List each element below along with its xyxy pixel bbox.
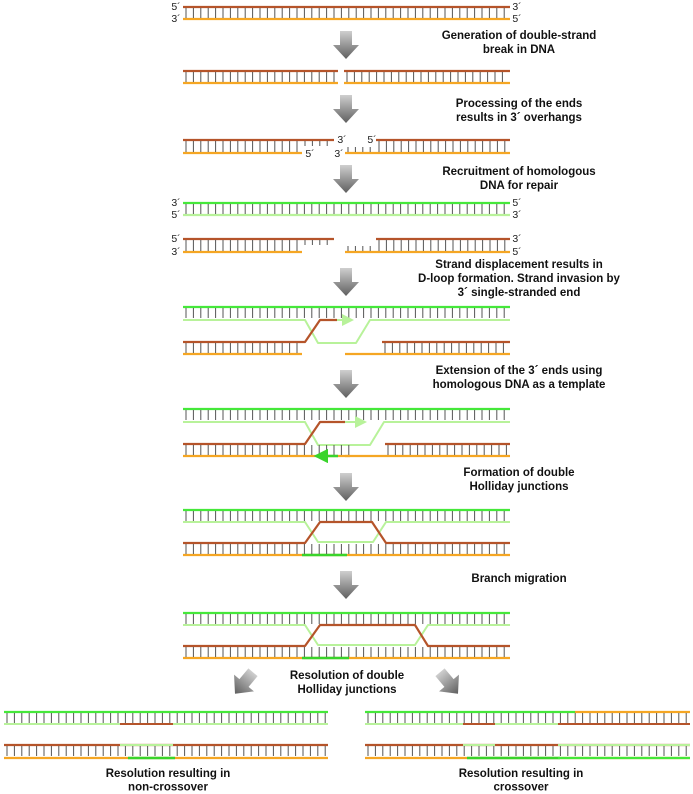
base-pair-rungs	[367, 746, 687, 756]
invading-strand	[183, 420, 345, 446]
arrow-shape	[333, 268, 359, 296]
base-pair-rungs	[384, 343, 504, 353]
end-label-3prime: 3´	[171, 13, 180, 25]
end-label-5prime: 5´	[171, 209, 180, 221]
process-arrows	[234, 31, 459, 694]
end-label-3prime: 3´	[512, 233, 521, 245]
top-strand-junctions	[386, 623, 510, 648]
displaced-strand	[183, 421, 510, 446]
process-arrow-1	[333, 31, 359, 59]
arrow-shape	[333, 473, 359, 501]
base-pair-rungs	[347, 147, 371, 152]
arrow-shape	[234, 668, 258, 694]
arrow-shape	[333, 571, 359, 599]
arrow-shape	[333, 95, 359, 123]
base-pair-rungs	[185, 647, 505, 657]
broken-dna-right-rungs	[346, 72, 503, 82]
process-arrow-4	[333, 268, 359, 296]
end-label-3prime: 3´	[512, 209, 521, 221]
invading-strand	[183, 318, 337, 344]
end-label-5prime: 5´	[512, 197, 521, 209]
end-label-3prime: 3´	[512, 1, 521, 13]
process-arrow-7	[333, 571, 359, 599]
top-strand-junctions	[183, 623, 386, 648]
base-pair-rungs	[185, 544, 505, 554]
displaced-strand	[183, 319, 510, 344]
process-arrow-5	[333, 370, 359, 398]
base-pair-rungs	[185, 141, 298, 152]
end-label-3prime: 3´	[337, 134, 346, 146]
base-pair-rungs	[185, 240, 298, 251]
arrow-shape	[333, 165, 359, 193]
intact-dna-rungs	[185, 8, 505, 18]
broken-dna-left-rungs	[185, 72, 335, 82]
base-pair-rungs	[367, 713, 687, 723]
end-label-5prime: 5´	[512, 13, 521, 25]
end-label-5prime: 5´	[512, 246, 521, 258]
homolog-bottom-strand	[183, 521, 510, 543]
base-pair-rungs	[185, 410, 505, 420]
end-label-5prime: 5´	[171, 1, 180, 13]
process-arrow-3	[333, 165, 359, 193]
step-label-7: Branch migration	[471, 573, 566, 585]
process-arrow-crossover	[435, 668, 459, 694]
dna-strands: 5´3´3´5´3´5´5´3´3´5´5´3´5´3´3´5´	[4, 1, 690, 760]
end-label-3prime: 3´	[171, 246, 180, 258]
process-arrow-non-crossover	[234, 668, 258, 694]
base-pair-rungs	[185, 445, 350, 455]
homolog-bottom-strand	[183, 624, 510, 646]
base-pair-rungs	[185, 308, 505, 318]
base-pair-rungs	[378, 141, 506, 152]
base-pair-rungs	[347, 246, 371, 251]
base-pair-rungs	[185, 614, 505, 624]
base-pair-rungs	[304, 141, 328, 146]
base-pair-rungs	[185, 343, 298, 353]
homologous-dna-rungs	[185, 204, 505, 214]
arrow-shape	[333, 31, 359, 59]
end-label-3prime: 3´	[171, 197, 180, 209]
base-pair-rungs	[304, 240, 328, 245]
base-pair-rungs	[6, 746, 326, 756]
base-pair-rungs	[6, 713, 326, 723]
end-label-5prime: 5´	[171, 233, 180, 245]
end-label-3prime: 3´	[334, 148, 343, 160]
base-pair-rungs	[387, 445, 507, 455]
base-pair-rungs	[185, 511, 505, 521]
top-strand-junctions	[183, 520, 510, 545]
arrow-shape	[333, 370, 359, 398]
process-arrow-6	[333, 473, 359, 501]
base-pair-rungs	[378, 240, 506, 251]
arrow-shape	[435, 668, 459, 694]
process-arrow-2	[333, 95, 359, 123]
end-label-5prime: 5´	[305, 148, 314, 160]
end-label-5prime: 5´	[367, 134, 376, 146]
